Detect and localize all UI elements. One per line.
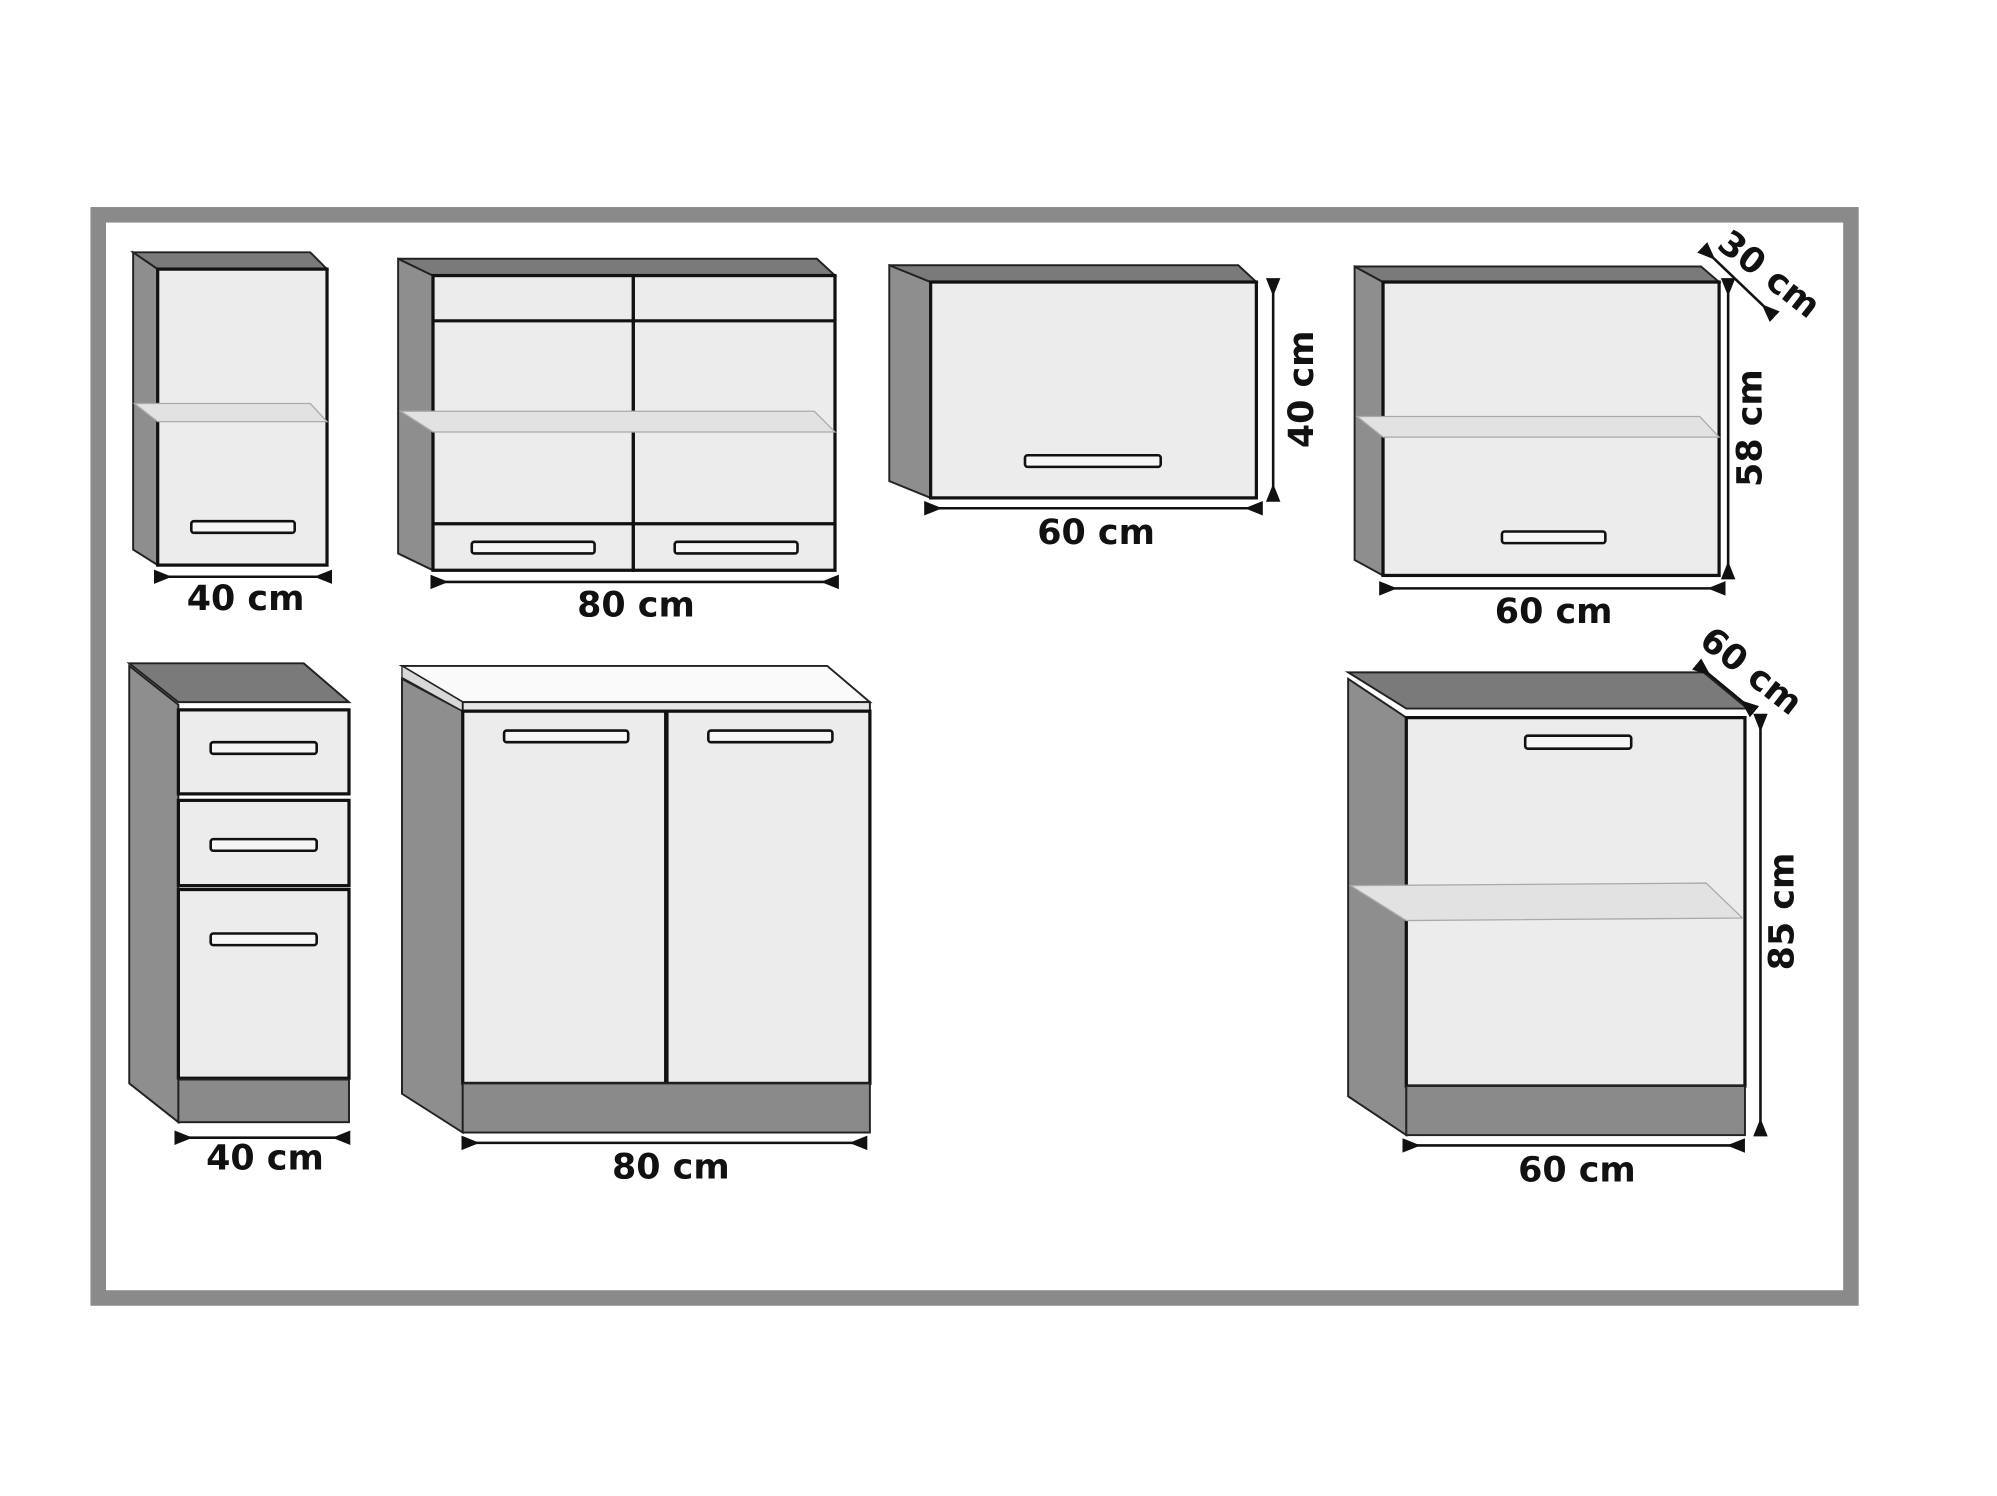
door-handle (1023, 453, 1163, 469)
door-handle (1500, 530, 1607, 545)
width-label: 40 cm (206, 1139, 324, 1179)
height-label: 58 cm (1730, 369, 1770, 487)
wall-hood-cabinet-60: 60 cm 40 cm (888, 263, 1322, 553)
door-handle (502, 729, 630, 744)
wall-cabinet-40: 40 cm (129, 250, 333, 619)
width-label: 60 cm (1518, 1150, 1636, 1190)
door-handle (1523, 734, 1633, 750)
drawer-handle (209, 932, 318, 947)
door-handle (470, 540, 596, 555)
base-drawer-cabinet-40: 40 cm (126, 662, 352, 1179)
height-label: 40 cm (1282, 330, 1322, 448)
door-handle (190, 519, 296, 535)
base-cabinet-60: 60 cm 85 cm 60 cm (1344, 620, 1809, 1190)
width-label: 80 cm (612, 1148, 730, 1188)
wall-cabinet-80: 80 cm (397, 257, 839, 625)
drawer-handle (209, 740, 318, 756)
wall-cabinet-60: 60 cm 58 cm 30 cm (1353, 223, 1828, 632)
width-label: 60 cm (1495, 592, 1613, 632)
height-label: 85 cm (1763, 853, 1803, 971)
door-handle (707, 729, 834, 744)
door-handle (673, 540, 799, 555)
width-label: 40 cm (187, 579, 305, 619)
width-label: 80 cm (577, 585, 695, 625)
width-label: 60 cm (1037, 513, 1155, 553)
drawer-handle (209, 837, 318, 853)
base-sink-cabinet-80: 80 cm (398, 664, 873, 1188)
